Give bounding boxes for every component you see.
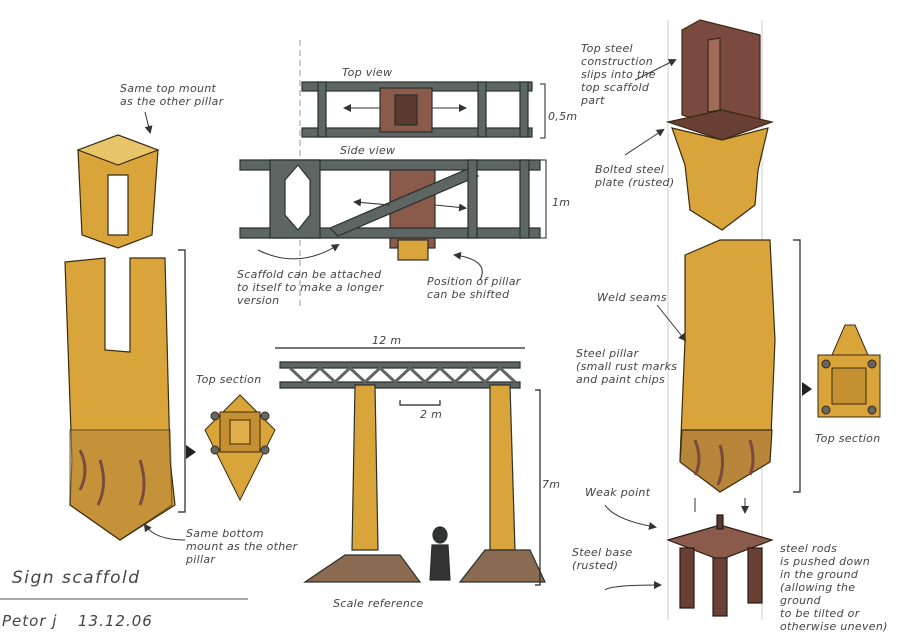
right-section-label: Top section — [815, 432, 881, 445]
arrow — [143, 523, 186, 541]
attach-note: Scaffold can be attached to itself to ma… — [237, 268, 384, 307]
arrow — [353, 198, 391, 207]
plate-note: Bolted steel plate (rusted) — [595, 163, 675, 189]
left-bottom-note: Same bottom mount as the other pillar — [186, 527, 298, 566]
arrow — [624, 128, 665, 156]
top-steel-note: Top steel construction slips into the to… — [581, 42, 656, 107]
left-pillar-dimension — [178, 249, 186, 513]
rods-note: steel rods is pushed down in the ground … — [780, 542, 888, 633]
right-pillar — [679, 239, 776, 493]
height-dimension: 7m — [542, 478, 561, 491]
weak-point-note: Weak point — [585, 486, 651, 499]
top-view-dimension: 0,5m — [548, 110, 578, 123]
steel-base — [666, 514, 774, 617]
arrow — [144, 111, 153, 134]
top-view-label: Top view — [342, 66, 393, 79]
pillar-note: Steel pillar (small rust marks and paint… — [576, 347, 678, 386]
left-pillar — [64, 257, 176, 541]
arrow — [257, 243, 340, 260]
arrow — [604, 504, 657, 530]
left-top-section — [204, 394, 276, 502]
side-view-scaffold — [239, 159, 541, 261]
section-pointer-icon — [802, 382, 812, 396]
signature: Petor j — [2, 612, 58, 630]
dimension-bracket — [540, 83, 546, 139]
left-section-label: Top section — [196, 373, 262, 386]
section-pointer-icon — [186, 445, 196, 459]
scale-label: Scale reference — [333, 597, 424, 610]
top-view-scaffold — [301, 81, 533, 138]
arrow — [694, 498, 745, 512]
right-top-steel — [665, 19, 775, 231]
dimension-bracket — [540, 159, 547, 239]
arrow — [434, 203, 467, 212]
arrow — [604, 581, 662, 591]
page-title: Sign scaffold — [12, 568, 141, 588]
right-top-section — [817, 324, 881, 418]
arrow — [634, 59, 677, 81]
width-dimension: 12 m — [372, 334, 402, 347]
left-top-note: Same top mount as the other pillar — [120, 82, 224, 108]
right-pillar-dimension — [793, 239, 801, 493]
shift-note: Position of pillar can be shifted — [427, 275, 521, 301]
spacing-dimension: 2 m — [420, 408, 443, 421]
side-view-dimension: 1m — [552, 196, 571, 209]
date: 13.12.06 — [78, 612, 153, 630]
arrow — [453, 251, 483, 281]
scale-reference-drawing — [275, 347, 546, 586]
base-note: Steel base (rusted) — [572, 546, 633, 572]
arrow — [656, 304, 687, 342]
left-top-mount — [76, 134, 160, 249]
weld-note: Weld seams — [597, 291, 667, 304]
side-view-label: Side view — [340, 144, 396, 157]
